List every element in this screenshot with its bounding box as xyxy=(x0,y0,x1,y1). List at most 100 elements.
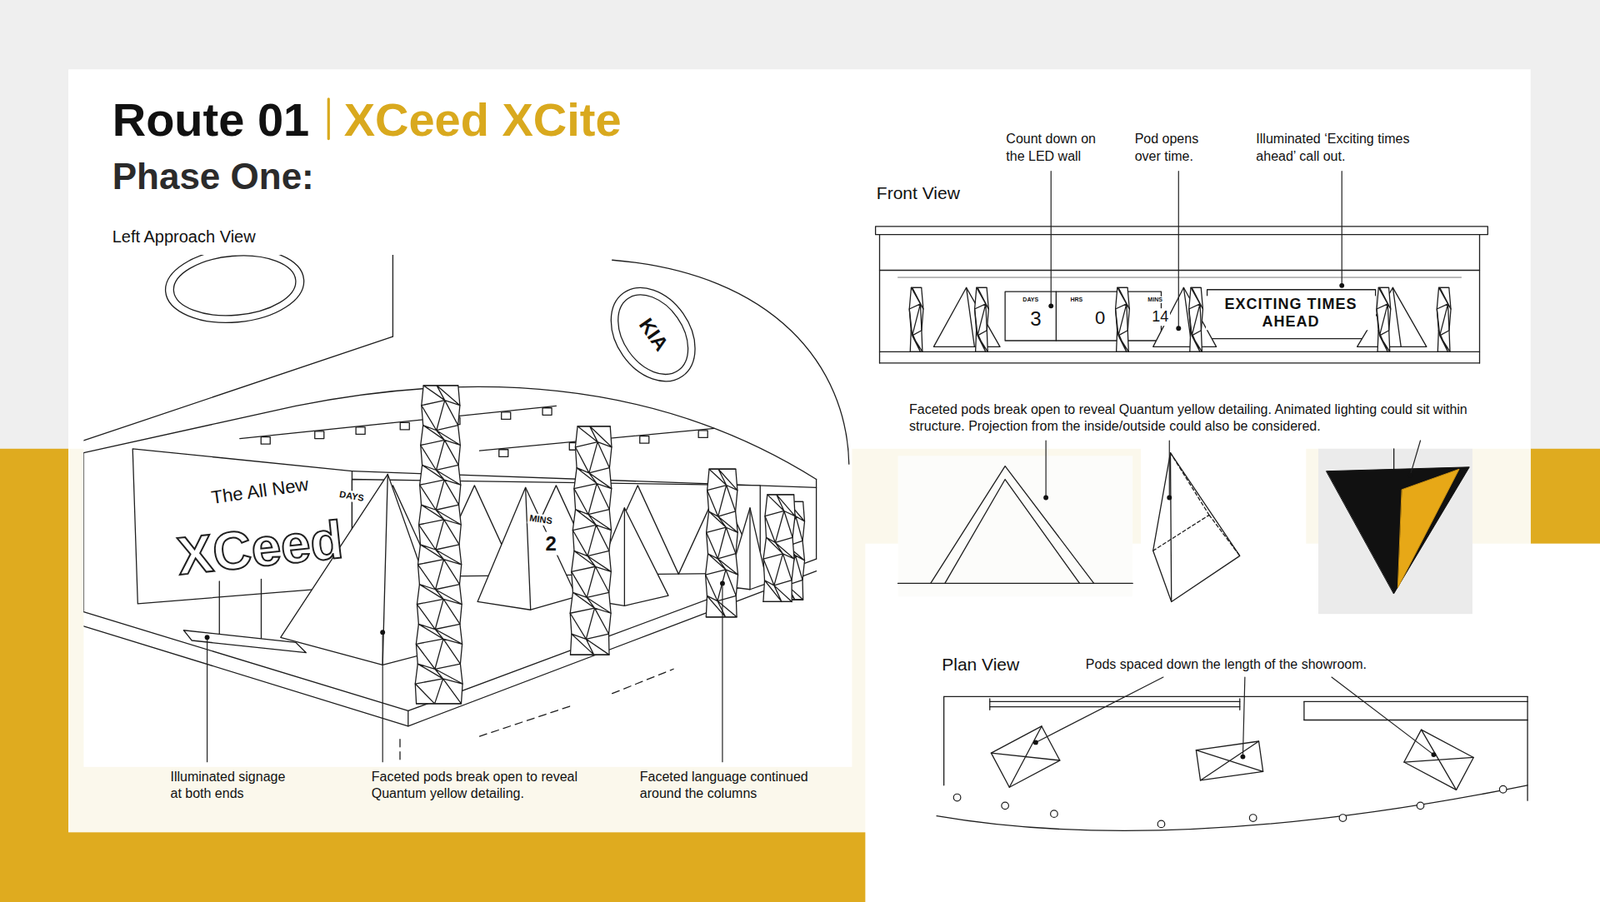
faceted-column xyxy=(1436,287,1451,352)
platform-edge xyxy=(407,710,409,726)
column-facets xyxy=(975,287,990,352)
study-ground xyxy=(898,455,1134,597)
roof-line xyxy=(83,336,393,441)
callout-note: Faceted language continued around the co… xyxy=(640,769,830,805)
led-wall-plan xyxy=(990,706,1240,708)
column-plan xyxy=(1249,815,1257,823)
column-plan xyxy=(1339,815,1347,823)
sign-post xyxy=(219,581,220,638)
countdown-unit: DAYS xyxy=(337,489,367,505)
sign-lettering: XCeed xyxy=(174,507,346,589)
fascia-top xyxy=(875,226,1489,235)
countdown-unit: MINS xyxy=(526,513,555,528)
back-wall xyxy=(898,277,1462,279)
column-facets xyxy=(415,385,463,705)
faceted-column xyxy=(1189,287,1204,352)
faceted-column xyxy=(975,287,990,352)
title-divider xyxy=(327,99,330,140)
front-frame xyxy=(880,270,1480,271)
light-track xyxy=(240,405,557,439)
faceted-column xyxy=(1115,287,1130,352)
leader-line xyxy=(1178,171,1180,330)
led-divider xyxy=(1055,291,1057,341)
black-pod xyxy=(1326,467,1470,595)
wall-edge xyxy=(83,453,85,613)
leader-line xyxy=(1242,677,1245,758)
leader-dot xyxy=(205,635,210,640)
column-plan xyxy=(1050,810,1059,819)
faceted-column xyxy=(1376,287,1391,352)
leader-dot xyxy=(1048,303,1054,309)
faceted-pod xyxy=(933,287,1000,347)
leader-dot xyxy=(1166,495,1172,501)
column-facets xyxy=(1436,287,1451,352)
view-title: Front View xyxy=(876,182,960,204)
sketch-ground xyxy=(83,255,852,768)
leader-line xyxy=(1169,440,1170,499)
column-plan xyxy=(953,794,961,802)
logo-oval xyxy=(170,255,299,321)
countdown-number: 0 xyxy=(1093,307,1107,330)
faceted-column xyxy=(570,426,612,655)
building-edge xyxy=(392,255,394,337)
pod-edge xyxy=(749,508,750,590)
pod-edge xyxy=(382,474,388,665)
led-wall-plan xyxy=(989,699,990,710)
leader-line xyxy=(1341,171,1343,286)
column-facets xyxy=(705,469,739,618)
column-facets xyxy=(909,287,924,352)
faceted-column xyxy=(415,385,463,705)
pod-outline xyxy=(930,466,1095,585)
countdown-number: 14 xyxy=(1150,308,1170,327)
spotlight xyxy=(315,431,325,440)
approach-sketch xyxy=(83,255,849,764)
pod-edge xyxy=(525,487,531,610)
pod-edge xyxy=(624,508,625,607)
plan-view xyxy=(936,696,1528,831)
callout-sign: EXCITING TIMES AHEAD xyxy=(1205,295,1376,330)
leader-dot xyxy=(1339,283,1345,289)
leader-dot xyxy=(1033,740,1039,745)
leader-line xyxy=(1045,440,1047,499)
countdown-number: 2 xyxy=(544,531,559,556)
leader-dot xyxy=(720,580,725,586)
column-facets xyxy=(1189,287,1204,352)
logo-oval xyxy=(593,271,712,398)
counter-plan xyxy=(1304,701,1528,703)
leader-line xyxy=(1035,677,1164,743)
logo-oval xyxy=(603,281,703,388)
phase-heading: Phase One: xyxy=(112,155,315,200)
leader-dot xyxy=(1175,325,1181,331)
spotlight xyxy=(400,422,410,430)
callout-note: Illuminated signage at both ends xyxy=(170,769,295,805)
counter-plan xyxy=(1304,720,1528,721)
hidden-edge xyxy=(1153,453,1240,557)
pod-studies xyxy=(898,445,1473,615)
ground-line xyxy=(898,583,1134,585)
pod-cross xyxy=(1404,730,1474,790)
leader-dot xyxy=(1407,473,1413,479)
logo-oval xyxy=(162,255,308,329)
board-title: Route 01 xyxy=(112,91,310,148)
faceted-column xyxy=(909,287,924,352)
leader-line xyxy=(721,583,723,762)
leader-line xyxy=(1410,440,1420,476)
callout-note: Count down on the LED wall xyxy=(1005,130,1113,166)
pod-outline xyxy=(945,480,1080,585)
route-name: XCeed XCite xyxy=(344,91,622,148)
callout-note: Faceted pods break open to reveal Quantu… xyxy=(371,769,595,805)
pod-cross xyxy=(1195,741,1263,781)
led-wall xyxy=(1005,291,1161,341)
leader-line xyxy=(206,637,208,762)
spotlight xyxy=(501,412,511,420)
view-title: Left Approach View xyxy=(112,226,256,247)
view-title: Plan View xyxy=(941,654,1020,675)
column-plan xyxy=(1416,802,1425,810)
column-facets xyxy=(1115,287,1130,352)
countdown-unit: DAYS xyxy=(1020,296,1040,304)
pod-plan xyxy=(1404,730,1474,790)
front-frame xyxy=(880,362,1480,364)
countdown-unit: MINS xyxy=(1145,296,1165,304)
